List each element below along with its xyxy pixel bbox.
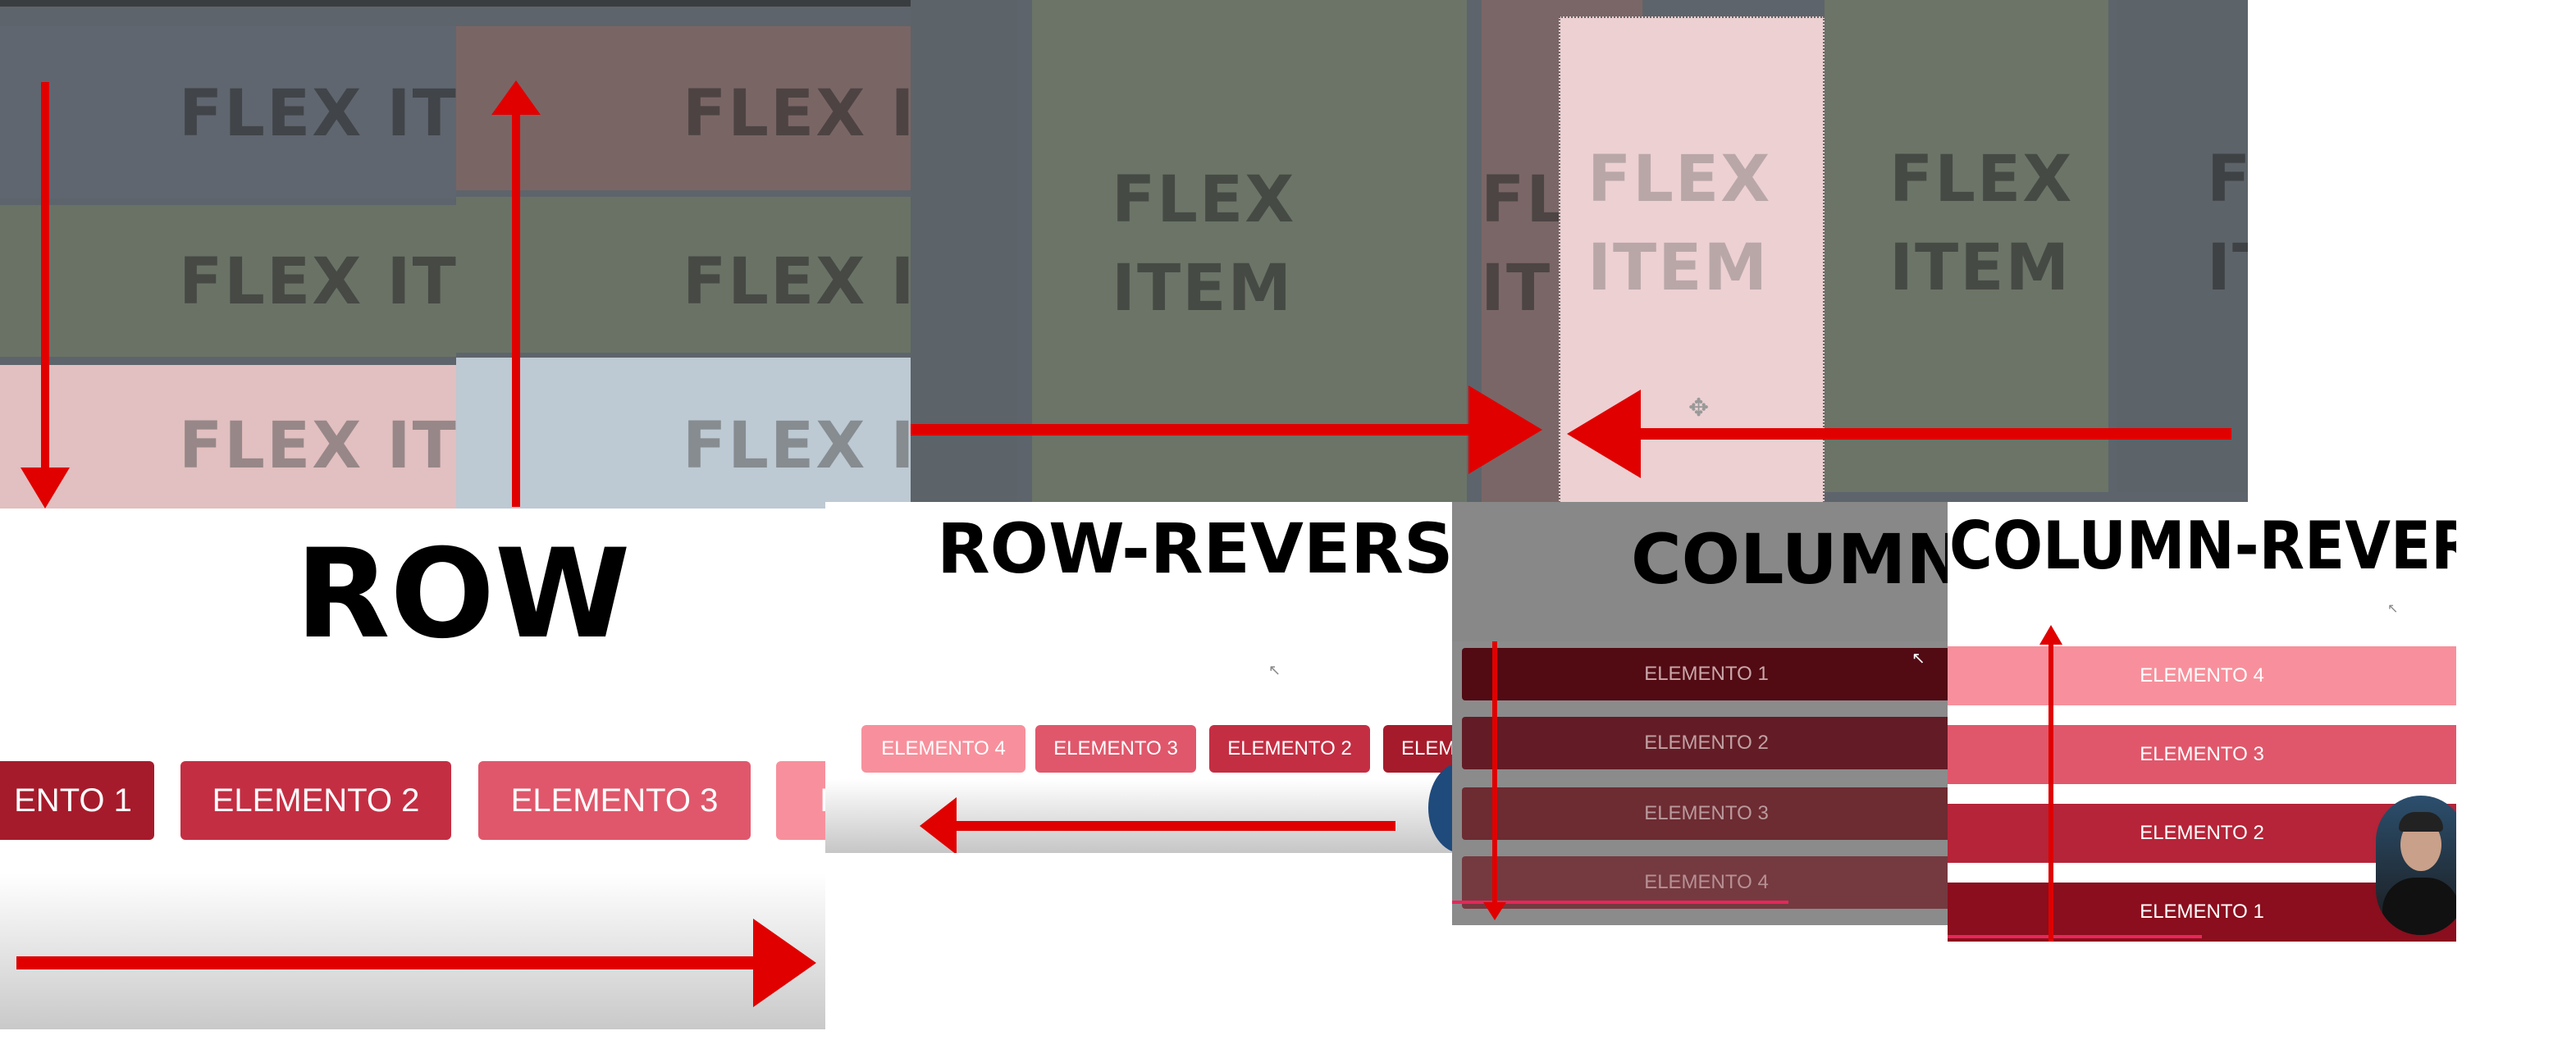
progress-bar (1948, 935, 2202, 938)
row-reverse-button-1[interactable]: ELEM (1383, 725, 1452, 773)
column-item-2[interactable]: ELEMENTO 2 (1462, 717, 1948, 769)
flex-item-label: FLEX ITE (179, 82, 456, 146)
column-item-1[interactable]: ELEMENTO 1 (1462, 648, 1948, 700)
row-reverse-button-2[interactable]: ELEMENTO 2 (1209, 725, 1370, 773)
arrow-left-icon (920, 797, 1395, 853)
row-section: ROW ENTO 1 ELEMENTO 2 ELEMENTO 3 E (0, 509, 825, 1029)
column-item-3[interactable]: ELEMENTO 3 (1462, 787, 1948, 840)
flex-item-col-olive (1032, 0, 1467, 502)
arrow-left-icon (1567, 390, 2231, 478)
mouse-cursor-icon: ↖ (1911, 650, 1925, 668)
column-reverse-item-2[interactable]: ELEMENTO 2 (1948, 804, 2456, 863)
row-reverse-button-3[interactable]: ELEMENTO 3 (1035, 725, 1196, 773)
row-reverse-button-4[interactable]: ELEMENTO 4 (861, 725, 1025, 773)
flex-item-label: FLEX ITE (179, 250, 456, 314)
flex-item-label: FLEX IT (683, 82, 911, 146)
flex-item-band-olive-2 (456, 197, 911, 353)
column-reverse-item-1[interactable]: ELEMENTO 1 (1948, 883, 2456, 942)
arrow-right-icon (911, 385, 1542, 474)
arrow-down-icon (1483, 641, 1506, 920)
arrow-up-icon (491, 80, 541, 507)
flex-item-band-olive (0, 205, 456, 357)
column-reverse-title: COLUMN-REVERSE (1949, 508, 2456, 584)
column-header-strip (1452, 502, 1948, 641)
flex-item-label: FLEX ITE (179, 414, 456, 478)
flex-item-band-light-blue (456, 358, 911, 509)
column-title: COLUMN (1631, 519, 1948, 600)
progress-bar (1452, 901, 1788, 904)
flex-item-col-slate-2 (2117, 0, 2248, 492)
mouse-cursor-icon: ↖ (1268, 662, 1281, 678)
flex-item-label: FLEX IT (683, 250, 911, 314)
row-footer-gradient (0, 874, 825, 1029)
mouse-cursor-icon: ↖ (2387, 602, 2399, 616)
row-button-3[interactable]: ELEMENTO 3 (478, 761, 751, 840)
column-reverse-item-3[interactable]: ELEMENTO 3 (1948, 725, 2456, 784)
avatar-hair (2399, 812, 2443, 832)
row-reverse-footer-gradient (825, 779, 1452, 853)
arrow-down-icon (21, 82, 70, 509)
row-title: ROW (295, 523, 631, 666)
avatar (2376, 796, 2456, 935)
avatar-shoulders (2382, 878, 2456, 935)
row-button-2[interactable]: ELEMENTO 2 (180, 761, 451, 840)
arrow-right-icon (16, 919, 816, 1007)
row-reverse-section: ROW-REVERSE ↖ ELEMENTO 4 ELEMENTO 3 ELEM… (825, 502, 1452, 853)
flex-item-col-olive-2 (1825, 0, 2108, 492)
column-item-4[interactable]: ELEMENTO 4 (1462, 856, 1948, 909)
row-button-4[interactable]: E (776, 761, 825, 840)
flex-item-col-pink (1559, 16, 1825, 502)
column-reverse-section: COLUMN-REVERSE ↖ ELEMENTO 4 ELEMENTO 3 E… (1948, 502, 2456, 942)
panel-top-border (0, 0, 911, 7)
arrow-up-icon (2039, 625, 2062, 942)
flex-item-band-slate (0, 26, 456, 198)
vertical-flex-panel: FLEX ITE FLEX ITE FLEX ITE FLEX IT FLEX … (0, 0, 911, 509)
row-button-1[interactable]: ENTO 1 (0, 761, 154, 840)
flex-item-label: FLEX IT (683, 414, 911, 478)
column-reverse-item-4[interactable]: ELEMENTO 4 (1948, 646, 2456, 705)
move-cursor-icon: ✥ (1688, 394, 1710, 422)
row-reverse-title: ROW-REVERSE (937, 509, 1452, 589)
column-section: COLUMN ELEMENTO 1 ELEMENTO 2 ELEMENTO 3 … (1452, 502, 1948, 925)
flex-item-band-pink (0, 365, 456, 509)
flex-item-col-slate (911, 0, 1017, 502)
